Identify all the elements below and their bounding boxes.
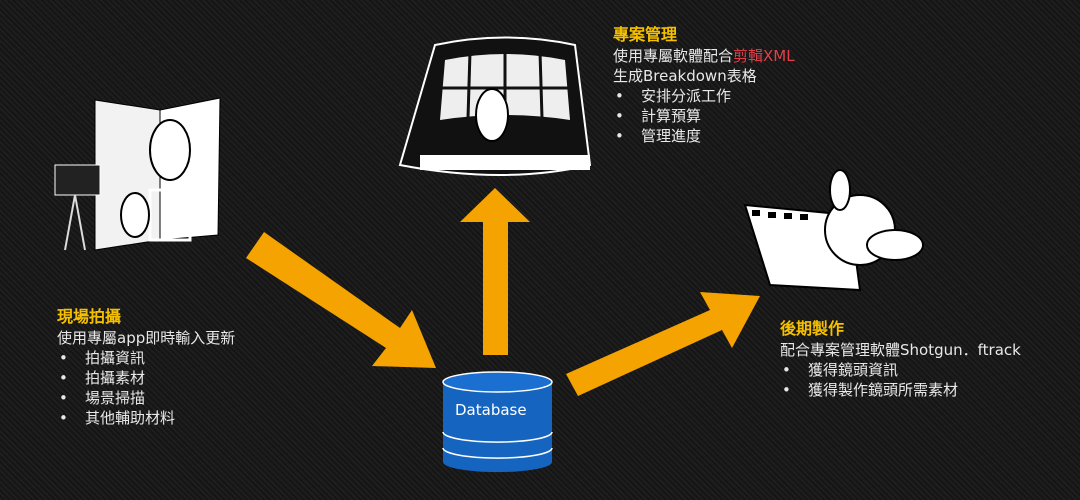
project-line2: 生成Breakdown表格 [613, 67, 757, 85]
post-subtitle: 配合專案管理軟體Shotgun．ftrack [780, 341, 1021, 359]
list-item: •其他輔助材料 [59, 409, 176, 427]
project-block: 專案管理 使用專屬軟體配合剪輯XML 生成Breakdown表格 •安排分派工作… [613, 24, 795, 146]
list-item: •安排分派工作 [615, 87, 732, 105]
list-item: •管理進度 [615, 127, 702, 145]
list-item: •獲得製作鏡頭所需素材 [782, 381, 959, 399]
post-block: 後期製作 配合專案管理軟體Shotgun．ftrack •獲得鏡頭資訊 •獲得製… [780, 318, 1021, 400]
shooting-title: 現場拍攝 [57, 307, 122, 326]
arrow-database-to-post [566, 292, 760, 396]
shooting-block: 現場拍攝 使用專屬app即時輸入更新 •拍攝資訊 •拍攝素材 •場景掃描 •其他… [57, 306, 235, 428]
arrow-shooting-to-database [246, 232, 436, 368]
project-line1: 使用專屬軟體配合剪輯XML [613, 47, 795, 65]
film-set-illustration [54, 97, 221, 251]
project-management-illustration [398, 36, 592, 176]
post-production-illustration [743, 169, 924, 292]
post-title: 後期製作 [780, 319, 845, 338]
highlight-text: 剪輯XML [733, 47, 795, 65]
shooting-subtitle: 使用專屬app即時輸入更新 [57, 329, 236, 347]
database-icon [442, 371, 553, 473]
list-item: •拍攝資訊 [59, 349, 146, 367]
list-item: •場景掃描 [59, 389, 146, 407]
database-label: Database [455, 401, 527, 419]
list-item: •計算預算 [615, 107, 702, 125]
arrow-database-to-project [460, 188, 530, 355]
list-item: •獲得鏡頭資訊 [782, 361, 899, 379]
list-item: •拍攝素材 [59, 369, 146, 387]
project-title: 專案管理 [613, 25, 678, 44]
